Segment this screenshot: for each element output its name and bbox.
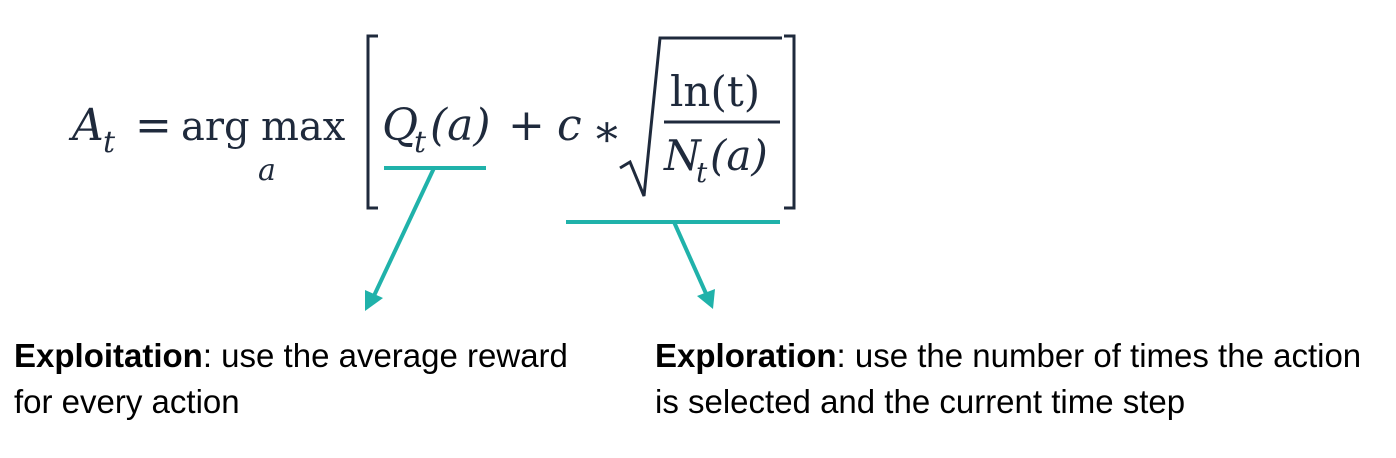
sqrt-symbol	[619, 36, 782, 197]
exploitation-arrow-shaft	[370, 167, 436, 301]
den-argument: (a)	[710, 131, 768, 180]
exploration-caption: Exploration: use the number of times the…	[655, 333, 1375, 425]
argmax-arg: arg	[181, 104, 250, 150]
equals-sign: =	[135, 100, 172, 151]
lhs-subscript: t	[103, 125, 116, 160]
multiply-sign: ∗	[592, 106, 622, 157]
den-subscript: t	[696, 156, 708, 189]
left-bracket	[366, 34, 378, 210]
q-argument: (a)	[430, 100, 491, 151]
c-variable: c	[557, 100, 582, 151]
q-variable: Q	[382, 100, 418, 151]
exploitation-caption: Exploitation: use the average reward for…	[14, 333, 574, 425]
exploration-text: : use the number of times the action is …	[655, 337, 1362, 420]
right-bracket	[784, 34, 796, 210]
exploration-title: Exploration	[655, 337, 837, 374]
den-variable: N	[663, 131, 702, 180]
exploitation-arrow-head	[365, 290, 383, 311]
plus-sign: +	[508, 100, 545, 151]
lhs-variable: A	[68, 100, 104, 151]
exploitation-text: : use the average reward for every actio…	[14, 337, 568, 420]
argmax-max: max	[261, 104, 346, 150]
exploitation-title: Exploitation	[14, 337, 203, 374]
argmax-subscript: a	[258, 153, 276, 188]
q-subscript: t	[414, 125, 427, 160]
sqrt-numerator: ln(t)	[670, 67, 760, 116]
exploration-arrow-shaft	[672, 221, 710, 299]
exploration-arrow-head	[697, 289, 715, 309]
